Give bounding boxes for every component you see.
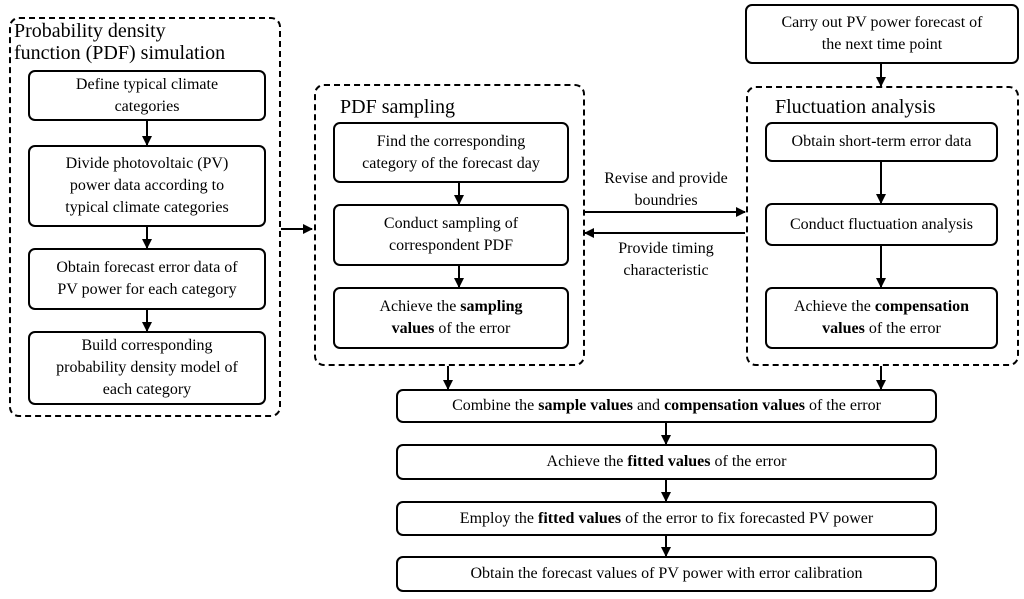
text-run: of the error xyxy=(434,320,511,337)
group-pdf-simulation xyxy=(9,17,281,417)
step-carry-out-forecast: Carry out PV power forecast of the next … xyxy=(745,4,1019,64)
step-find-category: Find the corresponding category of the f… xyxy=(333,122,569,183)
text-run: of the error xyxy=(864,320,941,337)
step-text-line: Define typical climate xyxy=(75,75,219,93)
group-pdf-sampling-title: PDF sampling xyxy=(340,96,456,118)
step-employ-fitted-values: Employ the fitted values of the error to… xyxy=(396,501,937,536)
text-run: of the error to fix forecasted PV power xyxy=(621,509,874,527)
step-text-line: probability density model of xyxy=(56,359,238,376)
group-pdf-simulation-title-line1: Probability density xyxy=(14,20,166,42)
step-text-line: each category xyxy=(102,381,192,398)
step-obtain-short-term-error: Obtain short-term error data xyxy=(765,122,998,162)
step-text-line: Achieve the fitted values of the error xyxy=(547,451,787,473)
step-text-line: typical climate categories xyxy=(65,199,229,216)
text-run: Combine the xyxy=(452,397,539,414)
step-text-line: values of the error xyxy=(794,318,969,340)
text-run-bold: compensation xyxy=(874,298,970,315)
step-obtain-forecast-error: Obtain forecast error data of PV power f… xyxy=(28,248,266,310)
text-run-bold: sampling xyxy=(460,298,523,315)
step-text-line: Combine the sample values and compensati… xyxy=(452,395,881,417)
step-text-line: Conduct sampling of xyxy=(383,215,519,232)
group-fluctuation-analysis-title: Fluctuation analysis xyxy=(775,96,936,118)
step-combine-values: Combine the sample values and compensati… xyxy=(396,389,937,423)
group-pdf-simulation-title: Probability density function (PDF) simul… xyxy=(14,20,225,64)
step-text-line: Achieve the compensation xyxy=(794,296,969,318)
text-run-bold: values xyxy=(391,320,435,337)
label-line: Revise and provide xyxy=(604,170,728,187)
step-text-line: Conduct fluctuation analysis xyxy=(789,215,974,233)
step-text-line: the next time point xyxy=(821,36,943,53)
text-run: of the error xyxy=(710,453,787,470)
step-text-line: values of the error xyxy=(379,318,522,340)
step-achieve-sampling-values: Achieve the sampling values of the error xyxy=(333,287,569,349)
step-divide-pv-data: Divide photovoltaic (PV) power data acco… xyxy=(28,145,266,227)
step-define-climate-categories: Define typical climate categories xyxy=(28,70,266,121)
text-run: Achieve the xyxy=(379,298,461,315)
text-run: Achieve the xyxy=(793,298,875,315)
label-timing-characteristic: Provide timing characteristic xyxy=(588,238,744,282)
step-text-line: Achieve the sampling xyxy=(379,296,522,318)
step-text-line: correspondent PDF xyxy=(389,237,513,254)
label-line: Provide timing xyxy=(618,240,714,257)
text-run: of the error xyxy=(804,397,881,414)
text-run-bold: sample values xyxy=(538,397,633,414)
group-pdf-simulation-title-line2: function (PDF) simulation xyxy=(14,42,226,64)
step-text-line: categories xyxy=(114,97,180,115)
step-achieve-fitted-values: Achieve the fitted values of the error xyxy=(396,444,937,480)
text-run-bold: fitted values xyxy=(627,453,711,470)
step-conduct-fluctuation-analysis: Conduct fluctuation analysis xyxy=(765,203,998,246)
step-text-line: Employ the fitted values of the error to… xyxy=(460,508,873,530)
text-run: Achieve the xyxy=(546,453,628,470)
step-text-line: Find the corresponding xyxy=(376,132,526,150)
step-text-line: power data according to xyxy=(69,177,225,194)
label-line: characteristic xyxy=(623,262,709,279)
text-run-bold: compensation values xyxy=(664,397,805,414)
text-run: Employ the xyxy=(459,509,539,527)
step-text-line: Obtain the forecast values of PV power w… xyxy=(470,565,863,582)
step-text-line: Obtain forecast error data of xyxy=(56,259,238,276)
step-achieve-compensation-values: Achieve the compensation values of the e… xyxy=(765,287,998,349)
step-text-line: PV power for each category xyxy=(57,281,237,298)
group-fluctuation-analysis xyxy=(746,86,1019,366)
text-run: and xyxy=(632,397,665,414)
group-pdf-sampling xyxy=(314,84,585,366)
step-text-line: Carry out PV power forecast of xyxy=(781,14,983,31)
step-conduct-sampling: Conduct sampling of correspondent PDF xyxy=(333,204,569,266)
label-line: boundries xyxy=(634,192,698,209)
step-text-line: category of the forecast day xyxy=(362,154,540,172)
step-text-line: Divide photovoltaic (PV) xyxy=(65,155,229,172)
step-obtain-calibrated-forecast: Obtain the forecast values of PV power w… xyxy=(396,556,937,592)
text-run-bold: fitted values xyxy=(538,509,622,527)
step-text-line: Obtain short-term error data xyxy=(791,133,972,150)
step-build-density-model: Build corresponding probability density … xyxy=(28,331,266,405)
label-revise-boundaries: Revise and provide boundries xyxy=(588,168,744,212)
step-text-line: Build corresponding xyxy=(81,337,213,354)
text-run-bold: values xyxy=(822,320,865,337)
